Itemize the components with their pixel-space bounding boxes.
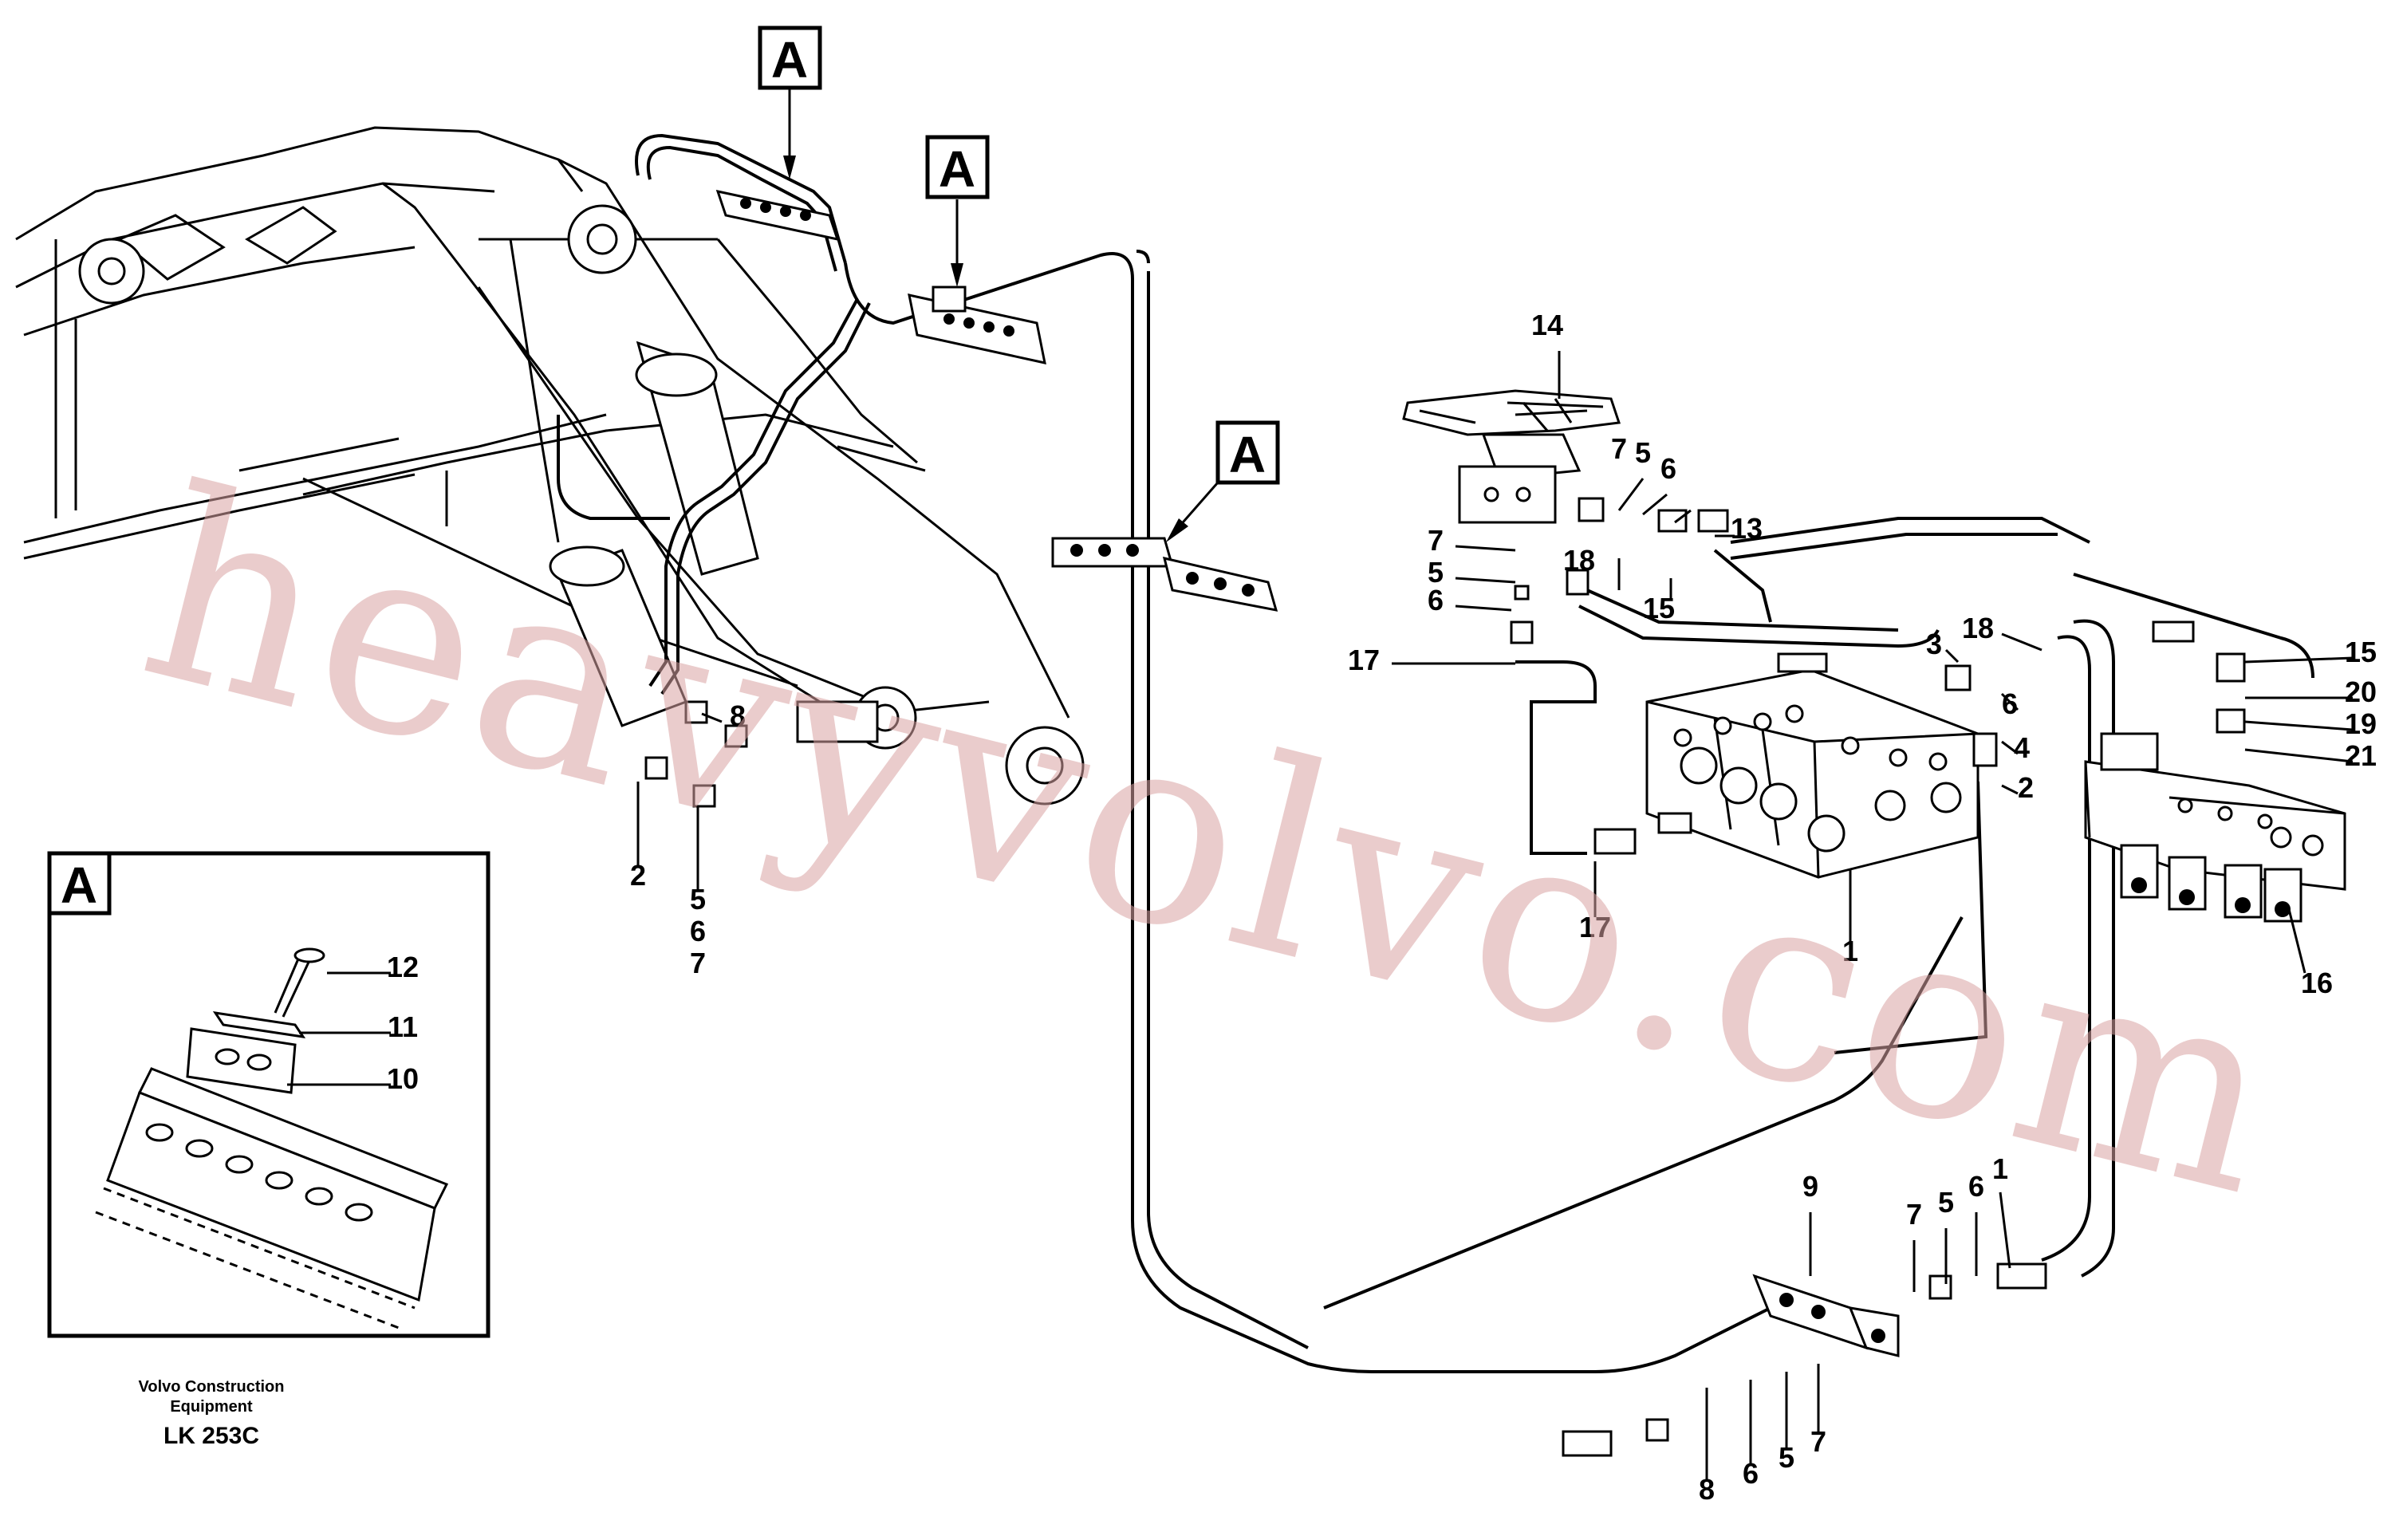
callout-label-c17b: 17: [1579, 911, 1611, 943]
callout-label-c7b: 7: [1428, 524, 1444, 557]
foot-pedal: [1402, 389, 1621, 524]
valve-block: [1645, 652, 1979, 879]
callout-label-c6c: 6: [2002, 687, 2018, 720]
svg-text:A: A: [939, 140, 975, 198]
svg-text:A: A: [1229, 426, 1266, 483]
callout-label-c8b: 8: [1699, 1473, 1715, 1506]
callout-label-c6f: 6: [1743, 1457, 1759, 1490]
drawing-code: LK 253C: [163, 1423, 259, 1449]
detail-marker-a-top: A: [758, 26, 822, 179]
fittings: [644, 497, 2246, 1457]
callout-label-c7c: 7: [690, 947, 706, 979]
callout-label-c1b: 1: [1992, 1152, 2008, 1185]
svg-text:A: A: [771, 31, 808, 89]
company-name-line1: Volvo Construction: [139, 1378, 285, 1396]
clamp-block-top: [715, 189, 840, 242]
leader-lines: [636, 351, 2354, 1479]
footer-block: Volvo Construction Equipment LK 253C: [139, 1378, 285, 1449]
clamp-block-right: [1051, 537, 1278, 612]
callout-label-c5c: 5: [690, 883, 706, 916]
detail-marker-a-middle: A: [925, 135, 990, 287]
svg-text:A: A: [61, 857, 97, 914]
callout-label-c17a: 17: [1348, 644, 1380, 676]
callout-label-c6a: 6: [1660, 452, 1676, 485]
callout-label-c11: 11: [388, 1010, 418, 1043]
connector-block: [1752, 1274, 1900, 1357]
callout-label-c1a: 1: [1842, 935, 1858, 967]
callout-label-c20: 20: [2345, 675, 2377, 708]
callout-label-c4: 4: [2014, 731, 2030, 764]
callout-label-c21: 21: [2345, 739, 2377, 772]
company-name-line2: Equipment: [170, 1398, 253, 1416]
callout-label-c2a: 2: [2018, 771, 2034, 804]
callout-label-c6b: 6: [1428, 584, 1444, 616]
detail-inset: A: [47, 851, 490, 1338]
callout-label-c12: 12: [387, 951, 419, 983]
callout-label-c16: 16: [2301, 967, 2333, 999]
callout-label-c15b: 15: [2345, 636, 2377, 668]
callout-label-c18b: 18: [1962, 612, 1994, 644]
hydraulic-lines: [557, 133, 2314, 1373]
callout-label-c15a: 15: [1643, 592, 1675, 624]
callout-label-c5b: 5: [1428, 556, 1444, 589]
callout-label-c8a: 8: [730, 699, 746, 732]
detail-marker-a-right: A: [1166, 420, 1280, 542]
callout-label-c7e: 7: [1810, 1425, 1826, 1458]
callout-label-c5e: 5: [1779, 1441, 1794, 1474]
callout-label-c18a: 18: [1563, 544, 1595, 577]
callout-label-c6e: 6: [1968, 1170, 1984, 1203]
clamp-block-middle: [908, 286, 1046, 364]
callout-label-c13: 13: [1731, 512, 1763, 545]
callout-label-c6d: 6: [690, 915, 706, 947]
callout-label-c5d: 5: [1938, 1186, 1954, 1219]
callout-label-c7d: 7: [1906, 1198, 1922, 1231]
callout-label-c10: 10: [387, 1062, 419, 1095]
callout-label-c3: 3: [1926, 628, 1942, 660]
callout-label-c9: 9: [1802, 1170, 1818, 1203]
callout-label-c14: 14: [1531, 309, 1563, 341]
callout-label-c7a: 7: [1611, 432, 1627, 465]
solenoid-valve: [2084, 732, 2346, 923]
callout-label-c5a: 5: [1635, 436, 1651, 469]
callout-label-c2b: 2: [630, 859, 646, 892]
callout-label-c19: 19: [2345, 707, 2377, 740]
